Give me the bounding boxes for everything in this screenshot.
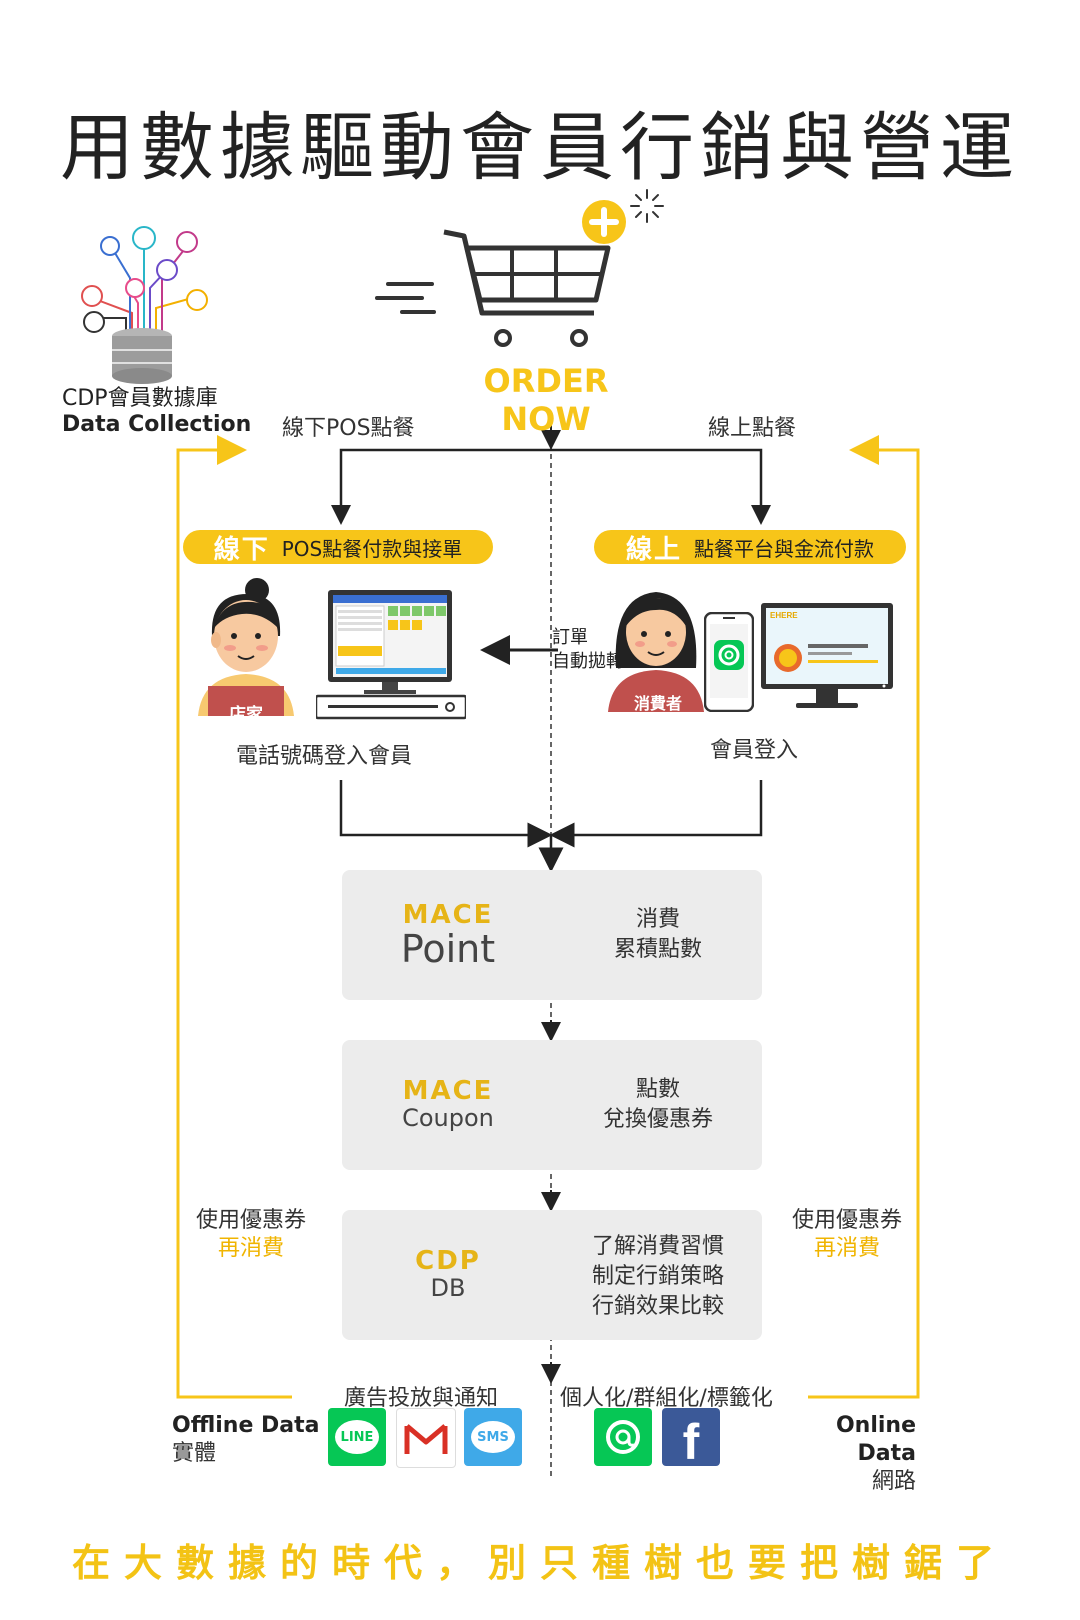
step-desc-line: 消費 [635,907,680,932]
loop-left-line2: 再消費 [217,1236,284,1261]
pos-terminal-illustration [314,590,468,720]
facebook-icon: f [662,1408,720,1470]
step-brand: MACE Coupon [342,1076,554,1130]
cdp-subtitle: Data Collection [62,412,252,437]
ads-notify-label: 廣告投放與通知 [344,1386,499,1411]
online-order-label: 線上點餐 [708,416,797,441]
transfer-label: 訂單 自動拋轉 [552,626,624,674]
transfer-line2: 自動拋轉 [552,651,624,672]
step-description: 了解消費習慣 制定行銷策略 行銷效果比較 [554,1232,762,1322]
step-brand: CDP DB [342,1246,554,1300]
sms-icon-text: SMS [477,1429,509,1445]
svg-text:EHERE: EHERE [770,611,798,620]
loop-left-line1: 使用優惠券 [195,1208,306,1233]
loop-left-label: 使用優惠券 再消費 [186,1207,316,1263]
offline-data-label: Offline Data 實體 [172,1412,320,1468]
gmail-icon [396,1408,456,1468]
step-mace-point: MACE Point 消費 累積點數 [342,870,762,1000]
step-desc-line: 點數 [635,1077,680,1102]
offline-data-zh: 實體 [172,1441,217,1466]
step-desc-line: 行銷效果比較 [591,1294,724,1319]
page-title: 用數據驅動會員行銷與營運 [60,105,1020,191]
consumer-badge: 消費者 [633,694,682,713]
step-description: 消費 累積點數 [554,905,762,965]
line-icon: LINE [328,1408,386,1466]
cart-icon [372,188,672,358]
online-pill-title: 線上 [625,534,682,565]
offline-pill-title: 線下 [213,534,270,565]
loop-right-line2: 再消費 [813,1236,880,1261]
order-now-label: ORDER NOW [483,362,609,438]
line-icon-text: LINE [340,1429,374,1445]
online-data-label: Online Data 網路 [780,1412,916,1496]
step-brand: MACE Point [342,900,554,968]
brand-bottom-label: Coupon [402,1104,494,1132]
database-icon [72,218,222,388]
cdp-title: CDP會員數據庫 [62,386,218,411]
smartphone-illustration [703,611,755,713]
step-desc-line: 兌換優惠券 [602,1107,713,1132]
transfer-line1: 訂單 [552,627,588,648]
step-description: 點數 兌換優惠券 [554,1075,762,1135]
offline-data-en: Offline Data [172,1413,320,1438]
offline-pill-text: POS點餐付款與接單 [281,536,463,561]
loop-right-line1: 使用優惠券 [791,1208,902,1233]
step-desc-line: 累積點數 [613,937,702,962]
personalize-label: 個人化/群組化/標籤化 [560,1386,773,1411]
offline-order-label: 線下POS點餐 [282,416,415,441]
brand-top-label: MACE [402,900,494,930]
brand-top-label: CDP [415,1246,481,1276]
brand-bottom-label: DB [430,1274,466,1302]
online-pill: 線上 點餐平台與金流付款 [594,530,906,565]
step-mace-coupon: MACE Coupon 點數 兌換優惠券 [342,1040,762,1170]
brand-top-label: MACE [402,1076,494,1106]
loop-right-label: 使用優惠券 再消費 [782,1207,912,1263]
step-desc-line: 制定行銷策略 [591,1264,724,1289]
online-screen-illustration: EHERE [760,602,894,712]
line-official-account-icon [594,1408,652,1466]
slogan: 在大數據的時代，別只種樹也要把樹鋸了 [71,1541,1008,1585]
online-pill-text: 點餐平台與金流付款 [694,536,874,561]
cdp-label: CDP會員數據庫 Data Collection [62,386,251,438]
brand-bottom-label: Point [400,927,496,971]
store-badge: 店家 [229,705,263,725]
online-data-en: Online Data [835,1413,916,1466]
online-data-zh: 網路 [871,1469,916,1494]
store-clerk-illustration [192,576,298,716]
online-login-label: 會員登入 [710,738,799,763]
offline-login-label: 電話號碼登入會員 [236,744,413,769]
consumer-illustration [604,576,708,712]
sms-icon: SMS [464,1408,522,1466]
step-desc-line: 了解消費習慣 [591,1234,724,1259]
offline-pill: 線下 POS點餐付款與接單 [183,530,493,565]
facebook-icon-text: f [682,1414,700,1470]
step-cdp-db: CDP DB 了解消費習慣 制定行銷策略 行銷效果比較 [342,1210,762,1340]
